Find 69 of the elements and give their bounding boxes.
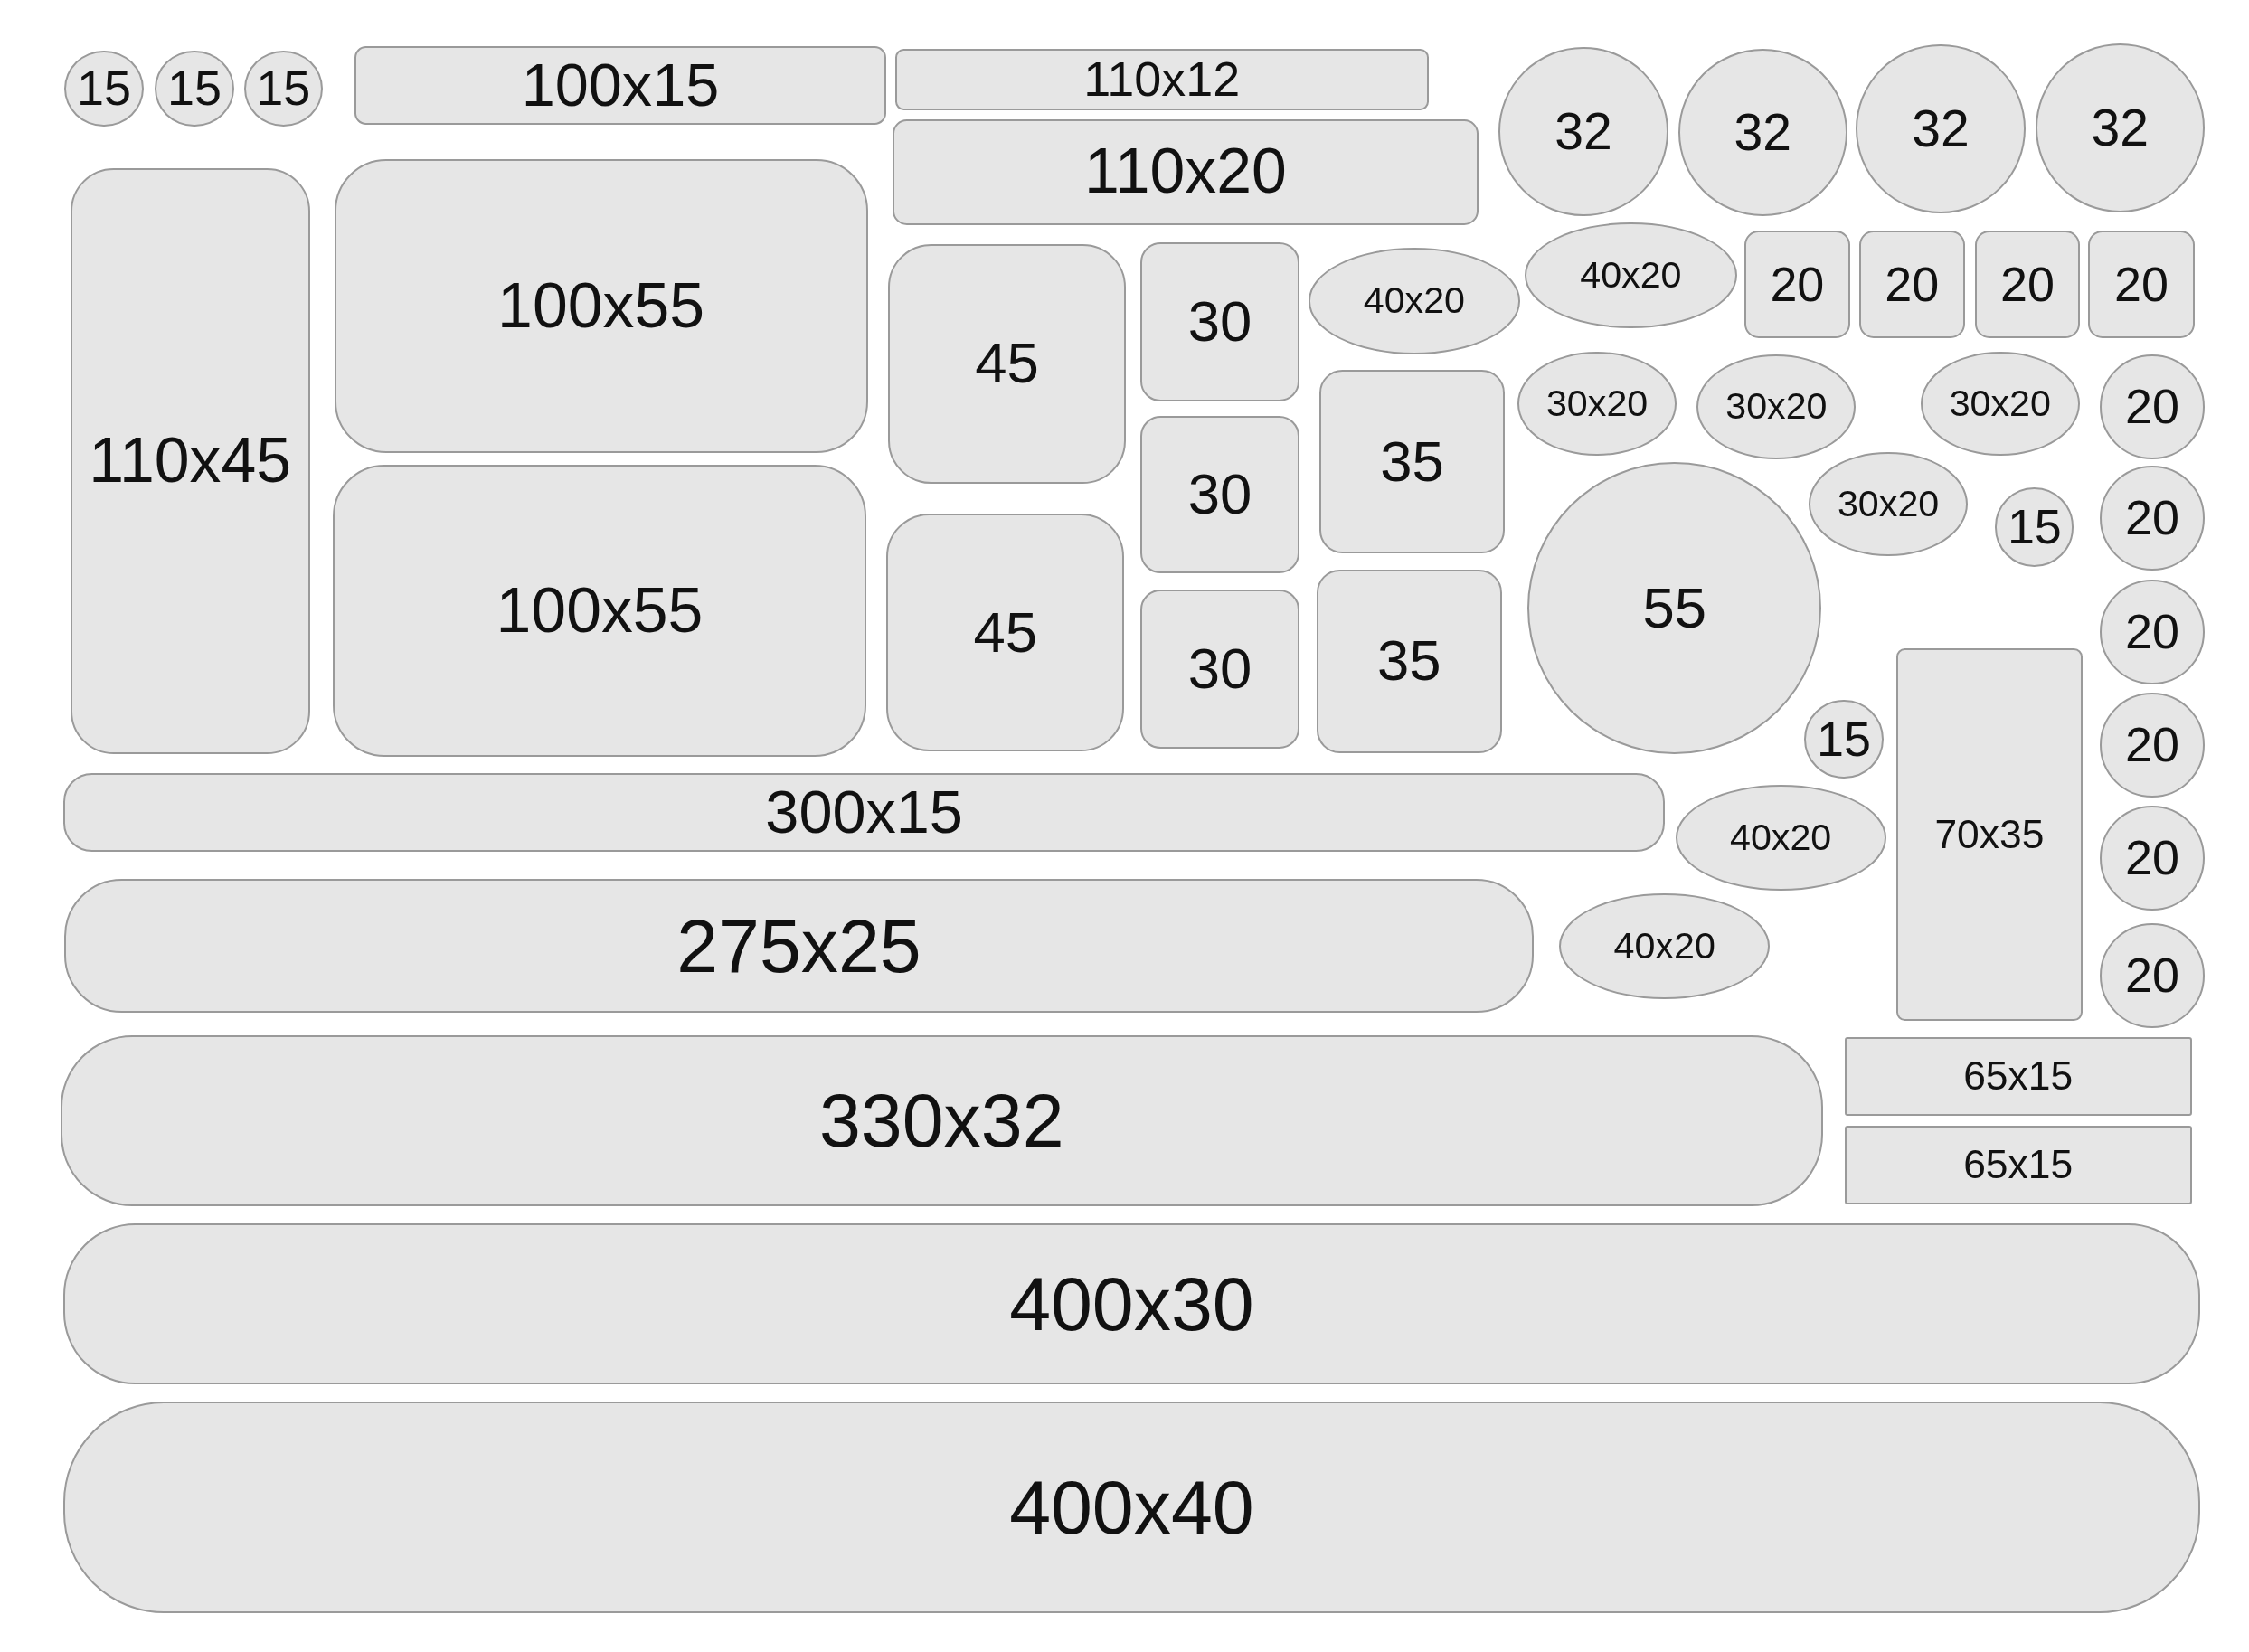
- size-label: 20: [2124, 951, 2179, 1001]
- rounded-rectangle-shape: [1858, 231, 1965, 339]
- size-label: 275x25: [676, 908, 921, 984]
- rounded-rectangle-shape: [894, 48, 1429, 111]
- size-label: 30: [1187, 466, 1252, 524]
- size-label: 40x20: [1580, 256, 1682, 295]
- size-label: 30x20: [1949, 384, 2051, 423]
- size-label: 70x35: [1934, 814, 2045, 855]
- rounded-rectangle-shape: [332, 464, 866, 758]
- size-label: 35: [1377, 632, 1441, 690]
- size-label: 20: [1885, 260, 1940, 309]
- size-label: 110x12: [1083, 55, 1241, 104]
- rounded-rectangle-shape: [1743, 231, 1851, 339]
- size-label: 32: [1554, 106, 1612, 158]
- size-label: 35: [1380, 433, 1444, 491]
- rounded-rectangle-shape: [1844, 1036, 2192, 1116]
- size-label: 65x15: [1963, 1145, 2074, 1185]
- rounded-rectangle-shape: [1317, 569, 1502, 753]
- size-label: 110x45: [89, 430, 291, 493]
- size-label: 65x15: [1963, 1056, 2074, 1097]
- size-label: 30x20: [1725, 388, 1828, 426]
- size-label: 32: [2091, 101, 2149, 154]
- size-label: 20: [2124, 721, 2179, 769]
- size-label: 15: [1816, 714, 1871, 764]
- size-label: 100x55: [497, 274, 704, 338]
- size-label: 20: [2124, 494, 2179, 543]
- size-label: 40x20: [1613, 928, 1715, 966]
- size-label: 300x15: [765, 782, 963, 843]
- size-label: 40x20: [1729, 818, 1832, 856]
- size-label: 15: [166, 63, 222, 113]
- rounded-rectangle-shape: [1895, 647, 2083, 1022]
- rounded-rectangle-shape: [1139, 415, 1299, 574]
- size-label: 100x55: [496, 579, 704, 643]
- size-label: 30x20: [1545, 384, 1649, 423]
- size-label: 30: [1187, 293, 1252, 351]
- rounded-rectangle-shape: [1139, 242, 1299, 402]
- size-label: 32: [1734, 107, 1792, 159]
- size-label: 15: [256, 63, 311, 113]
- rounded-rectangle-shape: [354, 45, 887, 125]
- size-label: 400x30: [1009, 1266, 1254, 1341]
- size-label: 30x20: [1837, 485, 1940, 524]
- size-label: 330x32: [819, 1083, 1064, 1158]
- size-label: 20: [2114, 260, 2169, 309]
- size-label: 45: [973, 603, 1038, 662]
- size-label: 30: [1187, 640, 1252, 698]
- size-label: 15: [77, 63, 131, 113]
- size-label: 55: [1642, 579, 1707, 637]
- size-label: 32: [1912, 103, 1970, 156]
- rounded-rectangle-shape: [1844, 1126, 2192, 1205]
- size-label: 100x15: [521, 55, 720, 116]
- size-label: 20: [2124, 607, 2179, 656]
- size-label: 20: [1770, 260, 1825, 309]
- rounded-rectangle-shape: [1975, 231, 2080, 339]
- rounded-rectangle-shape: [887, 243, 1127, 484]
- rounded-rectangle-shape: [886, 513, 1125, 752]
- size-label: 20: [2124, 382, 2179, 431]
- rounded-rectangle-shape: [2088, 231, 2195, 339]
- size-label: 20: [1999, 260, 2055, 309]
- rounded-rectangle-shape: [70, 167, 310, 755]
- size-label: 40x20: [1363, 282, 1466, 320]
- size-label: 400x40: [1009, 1469, 1254, 1545]
- size-label: 110x20: [1084, 140, 1287, 204]
- size-label: 45: [975, 335, 1039, 392]
- size-label: 20: [2124, 834, 2179, 883]
- rounded-rectangle-shape: [1139, 589, 1299, 749]
- rounded-rectangle-shape: [334, 159, 868, 454]
- rounded-rectangle-shape: [892, 118, 1479, 225]
- size-label: 15: [2007, 502, 2062, 552]
- rounded-rectangle-shape: [1319, 370, 1505, 554]
